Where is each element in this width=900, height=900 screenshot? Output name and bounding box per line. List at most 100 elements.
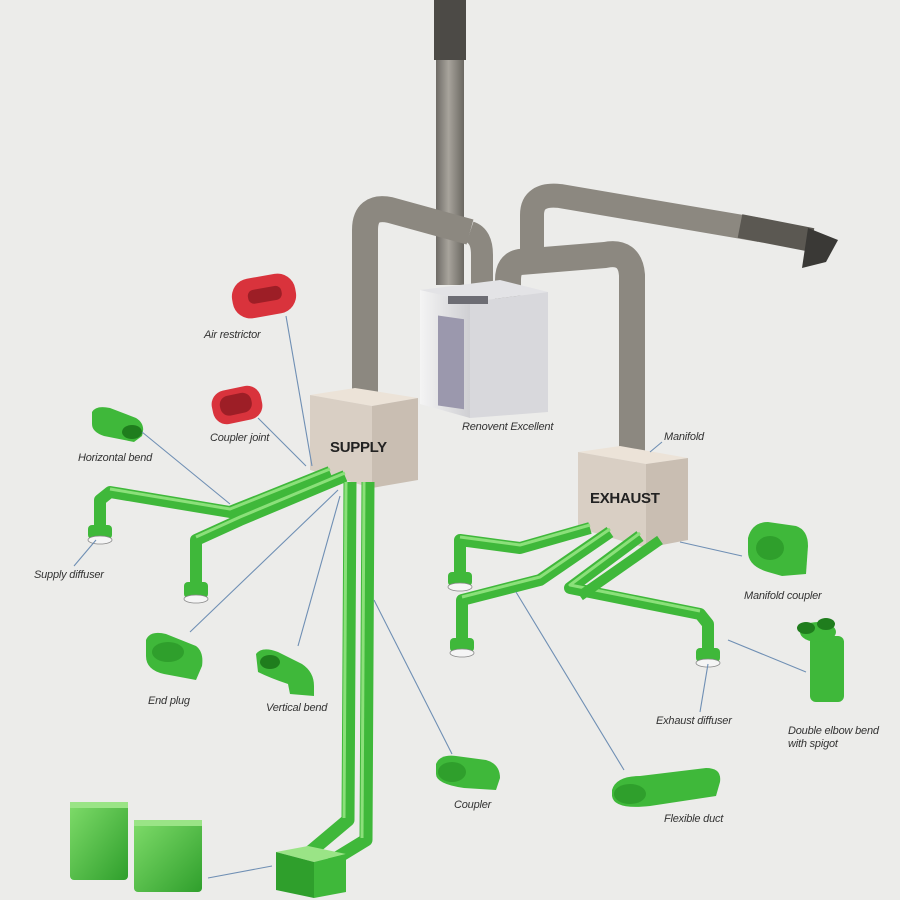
end-plug-face (152, 642, 184, 662)
supply-box-label: SUPPLY (330, 439, 387, 456)
outdoor-duct-end (737, 214, 815, 252)
supply-diffuser-middle-ring (183, 594, 209, 604)
supply-manifold-box: SUPPLY (310, 388, 418, 488)
leader-floor-plenum (207, 865, 273, 879)
exhaust-manifold-box: EXHAUST (578, 446, 688, 548)
supply-diffuser-left (88, 525, 112, 539)
supply-diffuser-left-ring (87, 535, 113, 545)
grey-duct-network (352, 0, 838, 455)
fitting-end-plug (146, 632, 203, 680)
exhaust-branch-middle (456, 527, 614, 645)
label-manifold: Manifold (664, 431, 705, 443)
unit-top-duct (465, 221, 493, 290)
label-unit: Renovent Excellent (462, 421, 554, 433)
label-double-elbow-line1: Double elbow bend (788, 725, 880, 737)
fitting-manifold-coupler (748, 522, 808, 576)
fitting-horizontal-bend (92, 407, 144, 442)
fitting-floor-plenums (70, 802, 202, 892)
coupler-joint-opening (219, 392, 252, 416)
label-double-elbow-line2: with spigot (788, 738, 839, 750)
floor-plenum-top (276, 846, 346, 862)
unit-control-panel (448, 296, 488, 304)
fitting-air-restrictor (231, 273, 297, 319)
supply-green-ducts (87, 466, 375, 898)
floor-plenum-front (276, 852, 314, 898)
horizontal-bend-opening (122, 425, 142, 439)
floor-plenum-box-2 (134, 820, 202, 892)
leader-exhaust-diffuser (699, 663, 709, 713)
leader-supply-diffuser (73, 539, 97, 567)
unit-front-panel (438, 315, 464, 410)
fitting-coupler-joint (211, 385, 263, 425)
exhaust-diffuser-middle-ring (449, 648, 475, 658)
leader-coupler (373, 599, 453, 755)
flexible-duct-opening (614, 784, 646, 804)
leader-vertical-bend (297, 495, 341, 647)
exhaust-branch-right-highlight (568, 531, 701, 613)
exhaust-diffuser-left (448, 572, 472, 586)
exhaust-green-ducts (447, 522, 721, 668)
supply-diffuser-middle (184, 582, 208, 598)
heat-recovery-unit (420, 280, 548, 418)
leader-coupler-joint (257, 417, 307, 467)
exhaust-diffuser-right (696, 648, 720, 662)
label-exhaust-diffuser: Exhaust diffuser (656, 715, 733, 727)
label-manifold-coupler: Manifold coupler (744, 590, 823, 602)
label-horizontal-bend: Horizontal bend (78, 452, 153, 464)
supply-downpipe-1 (305, 481, 357, 857)
floor-plenum-box-2-top (134, 820, 202, 826)
fitting-flexible-duct (612, 768, 721, 807)
double-elbow-column (810, 636, 844, 702)
coupler-opening (438, 762, 466, 782)
supply-branch-left-highlight (109, 467, 331, 511)
double-elbow-spigot-2 (817, 618, 835, 630)
label-flexible-duct: Flexible duct (664, 813, 724, 825)
floor-plenum-box-1-top (70, 802, 128, 808)
exhaust-box-top (578, 446, 688, 464)
vertical-bend-opening (260, 655, 280, 669)
leader-horizontal-bend (141, 431, 231, 505)
supply-downpipe-1-highlight (342, 481, 348, 819)
leader-end-plug (189, 489, 339, 633)
label-coupler: Coupler (454, 799, 493, 811)
fitting-double-elbow-bend (797, 618, 844, 702)
exhaust-branch-middle-highlight (461, 527, 611, 599)
leader-flexible-duct (515, 591, 625, 771)
double-elbow-spigot-1 (797, 622, 815, 634)
exhaust-branch-far (577, 535, 663, 601)
manifold-coupler-opening (756, 536, 784, 560)
fitting-coupler (436, 755, 500, 790)
leader-double-elbow (727, 639, 807, 673)
exhaust-riser-duct (495, 241, 645, 455)
floor-plenum-box-1 (70, 802, 128, 880)
air-restrictor-grille (247, 285, 282, 304)
floor-plenum-side (314, 854, 346, 898)
exhaust-branch-right (564, 531, 714, 656)
supply-box-side (372, 398, 418, 488)
exhaust-branch-left-highlight (459, 523, 591, 547)
label-coupler-joint: Coupler joint (210, 432, 270, 444)
exhaust-box-side (646, 458, 688, 548)
supply-branch-middle-highlight (195, 471, 346, 539)
exhaust-branch-left (454, 522, 592, 580)
roof-flue-cap (434, 0, 466, 60)
supply-downpipe-2-highlight (360, 481, 366, 839)
leader-air-restrictor (285, 315, 313, 467)
exhaust-box-label: EXHAUST (590, 490, 660, 507)
fitting-vertical-bend (256, 649, 314, 696)
supply-box-front (310, 395, 372, 488)
exhaust-diffuser-left-ring (447, 582, 473, 592)
leader-lines (73, 315, 807, 879)
wall-grille (802, 228, 838, 268)
exhaust-box-front (578, 452, 646, 548)
supply-branch-middle (190, 470, 348, 590)
supply-riser-duct (352, 196, 474, 400)
supply-box-top (310, 388, 418, 406)
labels: Air restrictor Coupler joint Horizontal … (34, 329, 880, 825)
supply-branch-left (94, 466, 333, 532)
leader-manifold-coupler (679, 541, 743, 557)
unit-side (470, 292, 548, 418)
label-end-plug: End plug (148, 695, 191, 707)
label-vertical-bend: Vertical bend (266, 702, 328, 714)
